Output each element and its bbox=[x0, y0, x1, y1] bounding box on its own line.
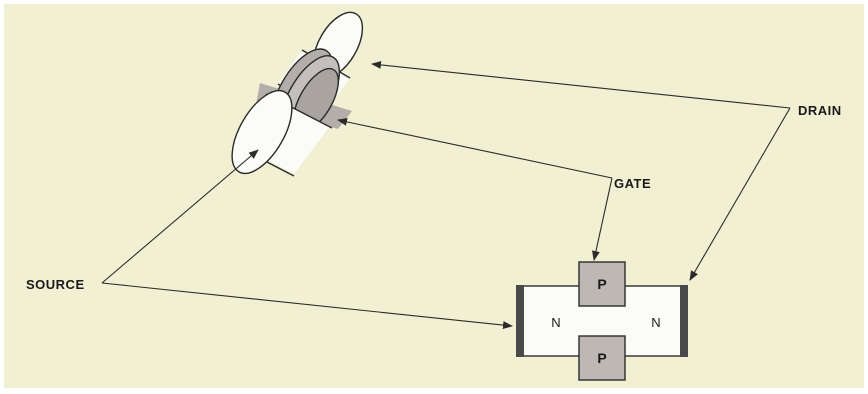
channel-n-right-label: N bbox=[651, 315, 660, 330]
planar-jfet: P P N N bbox=[516, 261, 688, 381]
source-label: SOURCE bbox=[26, 277, 85, 292]
source-leader-cylinder bbox=[101, 149, 259, 284]
diagram-background bbox=[4, 4, 864, 388]
drain-leaders bbox=[371, 60, 791, 281]
gate-p-bottom bbox=[578, 335, 626, 381]
gate-p-bottom-label: P bbox=[597, 350, 606, 366]
source-leader-planar bbox=[101, 282, 513, 330]
cylindrical-jfet bbox=[231, 11, 364, 177]
gate-label: GATE bbox=[614, 176, 651, 191]
source-contact bbox=[516, 285, 524, 357]
gate-leaders bbox=[337, 117, 613, 261]
drain-leader-planar bbox=[689, 107, 791, 281]
drain-contact bbox=[680, 285, 688, 357]
channel-n-left-label: N bbox=[551, 315, 560, 330]
drain-label: DRAIN bbox=[798, 103, 842, 118]
gate-leader-cylinder bbox=[337, 117, 613, 179]
gate-p-top-label: P bbox=[597, 276, 606, 292]
gate-leader-planar bbox=[592, 177, 613, 261]
gate-p-top bbox=[578, 261, 626, 307]
drain-leader-cylinder bbox=[371, 60, 791, 109]
source-leaders bbox=[101, 149, 513, 330]
source-barrel bbox=[231, 89, 333, 177]
